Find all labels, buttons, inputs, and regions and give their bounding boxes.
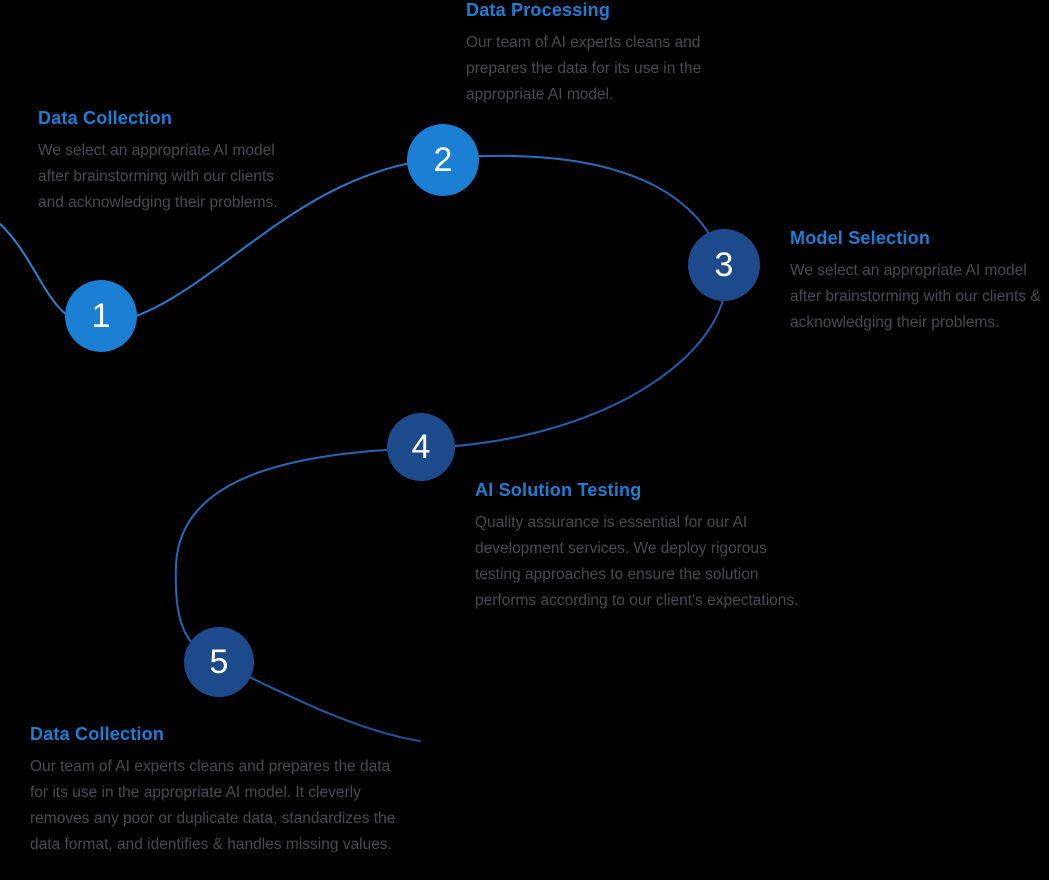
step-1-title: Data Collection — [38, 108, 173, 128]
step-2-marker: 2 — [407, 124, 479, 196]
step-4-description: Quality assurance is essential for our A… — [475, 514, 799, 609]
step-5-text-block: Data Collection Our team of AI experts c… — [30, 724, 398, 858]
step-2-number: 2 — [433, 140, 453, 179]
step-1-description: We select an appropriate AI model after … — [38, 142, 278, 211]
step-5-title: Data Collection — [30, 724, 165, 744]
step-1-number: 1 — [91, 296, 111, 335]
step-5-marker: 5 — [184, 627, 254, 697]
step-3-marker: 3 — [688, 229, 760, 301]
step-3-text-block: Model Selection We select an appropriate… — [790, 228, 1049, 336]
step-2-description: Our team of AI experts cleans and prepar… — [466, 34, 702, 103]
step-4-number: 4 — [411, 427, 431, 466]
step-5-number: 5 — [209, 642, 229, 681]
step-1-marker: 1 — [65, 280, 137, 352]
step-3-description: We select an appropriate AI model after … — [790, 262, 1041, 331]
step-4-text-block: AI Solution Testing Quality assurance is… — [475, 480, 805, 614]
step-3-title: Model Selection — [790, 228, 931, 248]
step-4-title: AI Solution Testing — [475, 480, 642, 500]
step-2-text-block: Data Processing Our team of AI experts c… — [466, 0, 732, 108]
step-2-title: Data Processing — [466, 0, 611, 20]
step-3-number: 3 — [714, 245, 734, 284]
step-1-text-block: Data Collection We select an appropriate… — [38, 108, 286, 216]
step-4-marker: 4 — [387, 413, 455, 481]
step-5-description: Our team of AI experts cleans and prepar… — [30, 758, 396, 853]
